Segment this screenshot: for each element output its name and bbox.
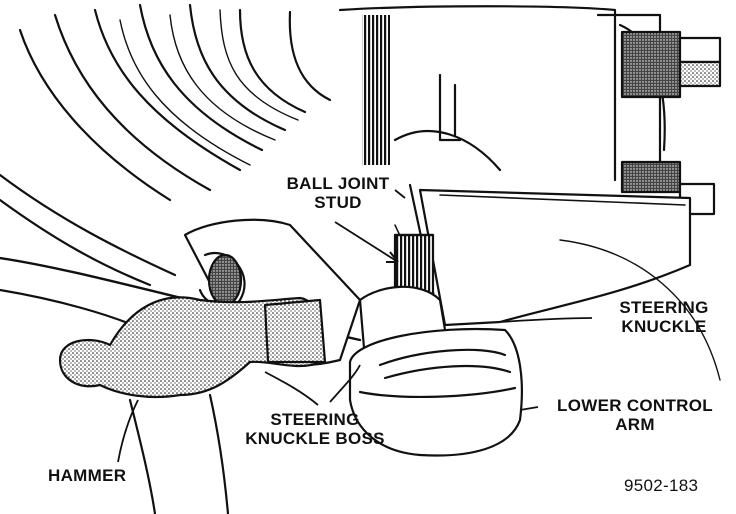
hammer-label: HAMMER	[48, 466, 127, 485]
steering-knuckle-boss-label-line1: STEERING	[270, 410, 360, 429]
coil-spring-boot	[0, 3, 332, 287]
lower-control-arm	[0, 256, 523, 457]
lower-control-arm-label-line1: LOWER CONTROL	[557, 396, 713, 415]
leader-lines	[117, 189, 593, 463]
steering-knuckle-label-line2: KNUCKLE	[621, 317, 707, 336]
wheel-outline	[559, 239, 721, 381]
figure-number: 9502-183	[624, 476, 699, 495]
ball-joint-stud-label-line2: STUD	[314, 193, 362, 212]
steering-knuckle-label-line1: STEERING	[619, 298, 709, 317]
steering-knuckle-boss-label: STEERING KNUCKLE BOSS	[236, 410, 394, 448]
lower-control-arm-label: LOWER CONTROL ARM	[540, 396, 730, 434]
lower-control-arm-label-line2: ARM	[615, 415, 655, 434]
steering-knuckle-boss-label-line2: KNUCKLE BOSS	[245, 429, 385, 448]
ball-joint-stud-label: BALL JOINT STUD	[278, 174, 398, 212]
steering-knuckle-label: STEERING KNUCKLE	[608, 298, 720, 336]
ball-joint-stud-label-line1: BALL JOINT	[286, 174, 390, 193]
